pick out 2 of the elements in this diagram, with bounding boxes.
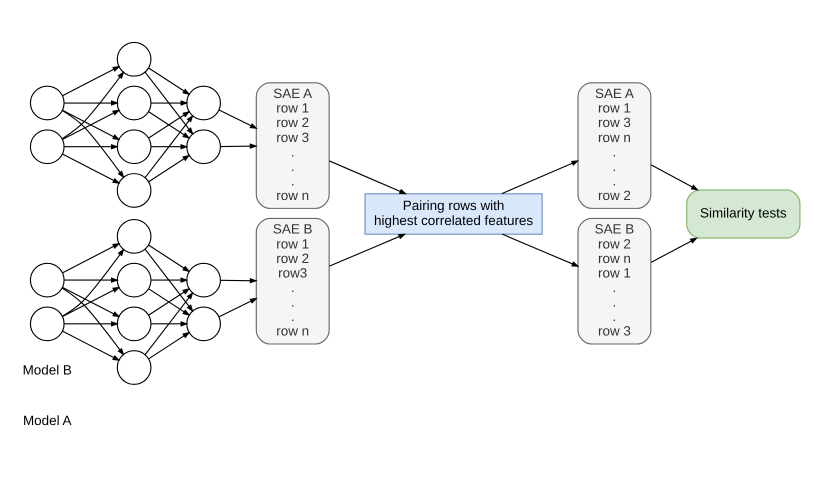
label: Model A: [22, 412, 72, 428]
label: Model B: [22, 362, 72, 378]
